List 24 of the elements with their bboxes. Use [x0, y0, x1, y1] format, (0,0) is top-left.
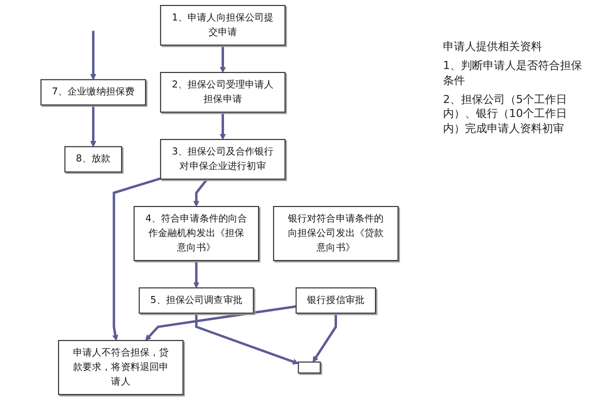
process-box: 5、担保公司调查审批: [138, 287, 254, 314]
process-box: 申请人不符合担保，贷款要求，将资料退回申请人: [58, 340, 184, 396]
arrow: [220, 45, 226, 73]
note-text: 申请人提供相关资料: [443, 40, 543, 55]
arrow: [195, 313, 299, 365]
process-box: 银行对符合申请条件的向担保公司发出《贷款意向书》: [273, 206, 399, 262]
process-box: 1、申请人向担保公司提交申请: [160, 4, 286, 46]
process-box: 2、担保公司受理申请人担保申请: [160, 72, 286, 113]
arrow: [220, 112, 226, 140]
process-box: 7、企业缴纳担保费: [40, 79, 146, 106]
note-text: 2、担保公司（5个工作日内）、银行（10个工作日内）完成申请人资料初审: [443, 92, 568, 138]
process-box: 3、担保公司及合作银行对申保企业进行初审: [160, 138, 286, 180]
arrow: [90, 30, 96, 80]
arrow: [112, 177, 161, 341]
note-text: 1、判断申请人是否符合担保条件: [443, 58, 583, 89]
arrow: [90, 104, 96, 147]
blank-process-box: [298, 362, 321, 374]
arrow: [312, 313, 337, 362]
process-box: 4、符合申请条件的向合作金融机构发出《担保意向书》: [134, 206, 260, 262]
arrow: [193, 178, 208, 207]
process-box: 银行授信审批: [296, 287, 376, 314]
arrow: [145, 305, 296, 341]
process-box: 8、放款: [64, 146, 122, 172]
arrow: [193, 260, 200, 288]
